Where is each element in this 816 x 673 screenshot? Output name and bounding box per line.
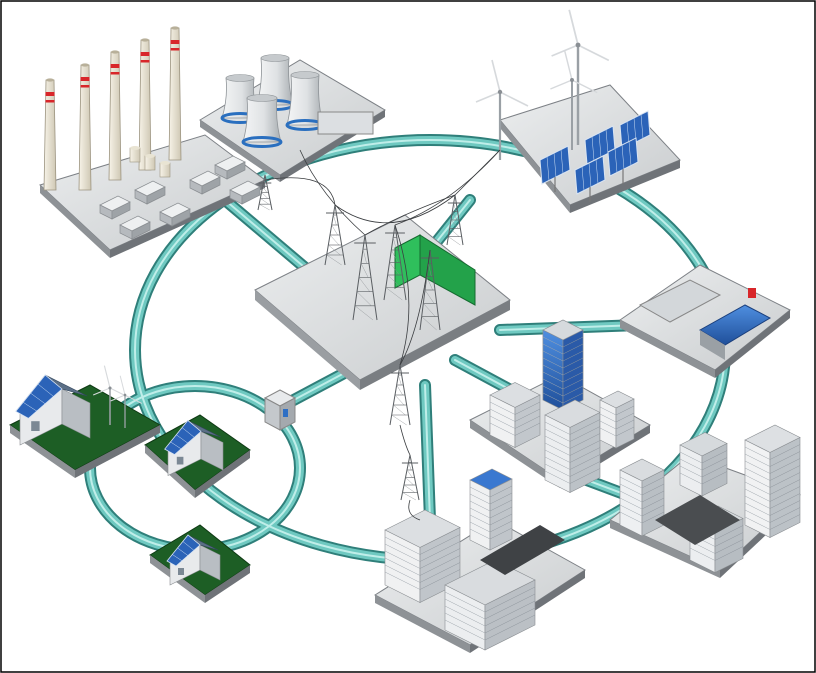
- office-building: [544, 399, 601, 493]
- plant-equipment: [159, 202, 191, 227]
- city-street: [655, 495, 740, 545]
- city-building: [619, 458, 665, 537]
- power-line: [399, 249, 431, 366]
- solar-house: [164, 419, 224, 476]
- plant-equipment: [134, 180, 166, 205]
- city-building: [744, 424, 801, 538]
- chimney: [138, 38, 152, 171]
- wind-turbine: [92, 365, 130, 425]
- power-line: [408, 499, 421, 521]
- chimney: [78, 63, 92, 191]
- cooling-towers: [199, 54, 386, 182]
- solar-house-icon: [15, 365, 143, 446]
- wind-turbine: [550, 51, 598, 150]
- power-line: [264, 177, 336, 206]
- power-line: [334, 194, 456, 224]
- wind-turbine-icon: [475, 9, 610, 160]
- wind-turbine: [475, 59, 529, 160]
- city-block: [609, 424, 801, 578]
- plant-equipment: [99, 195, 131, 220]
- apartment-tower: [469, 468, 513, 551]
- substation: [254, 174, 511, 501]
- office-tower-glass: [542, 319, 584, 411]
- chimney: [108, 50, 122, 181]
- transmission-tower: [389, 364, 411, 426]
- apartment-icon: [384, 468, 565, 651]
- power-plant: [39, 26, 266, 258]
- office-building: [489, 382, 541, 448]
- apartment-street: [480, 525, 565, 575]
- plant-equipment: [214, 155, 246, 180]
- solar-panel: [607, 137, 639, 184]
- apartment-building: [444, 559, 536, 651]
- plant-equipment: [229, 180, 261, 205]
- skyscraper-icon: [489, 319, 635, 493]
- city-icon: [619, 424, 801, 573]
- transmission-lines: [264, 149, 501, 521]
- solar-house-small-2: [149, 524, 251, 603]
- plant-equipment: [119, 215, 151, 240]
- solar-house-icon: [164, 419, 224, 476]
- solar-house-icon: [166, 534, 221, 586]
- storage-tank: [129, 146, 141, 163]
- city-building: [679, 432, 728, 497]
- chimney: [43, 78, 57, 191]
- wind-solar-farm: [475, 9, 681, 213]
- solar-panel: [539, 145, 571, 192]
- plant-equipment: [189, 170, 221, 195]
- factory-icon: [638, 279, 772, 360]
- solar-house: [166, 534, 221, 586]
- power-line: [399, 424, 411, 456]
- apartment-building: [384, 509, 461, 603]
- local-transformer: [263, 389, 297, 431]
- solar-house: [15, 374, 91, 446]
- wind-turbine: [551, 9, 610, 145]
- power-line: [299, 149, 366, 236]
- chimney: [168, 26, 182, 161]
- industrial-site: [619, 264, 791, 378]
- wind-turbine: [110, 375, 143, 428]
- power-line: [394, 224, 410, 366]
- solar-house-large: [9, 365, 162, 478]
- office-towers: [469, 319, 651, 493]
- apartment-block: [373, 468, 586, 653]
- solar-panel-array: [539, 110, 651, 202]
- transmission-tower: [257, 174, 273, 211]
- transmission-tower: [400, 454, 420, 501]
- storage-tank: [144, 154, 156, 171]
- storage-tank: [159, 161, 171, 178]
- office-building: [599, 390, 635, 449]
- solar-house-small-1: [144, 414, 251, 498]
- solar-panel: [574, 155, 606, 202]
- transformer-box-icon: [263, 389, 297, 431]
- cooling-tower: [241, 94, 283, 148]
- cooling-tower-icon: [220, 54, 325, 148]
- power-line: [394, 149, 501, 226]
- transmission-tower-icon: [257, 174, 464, 501]
